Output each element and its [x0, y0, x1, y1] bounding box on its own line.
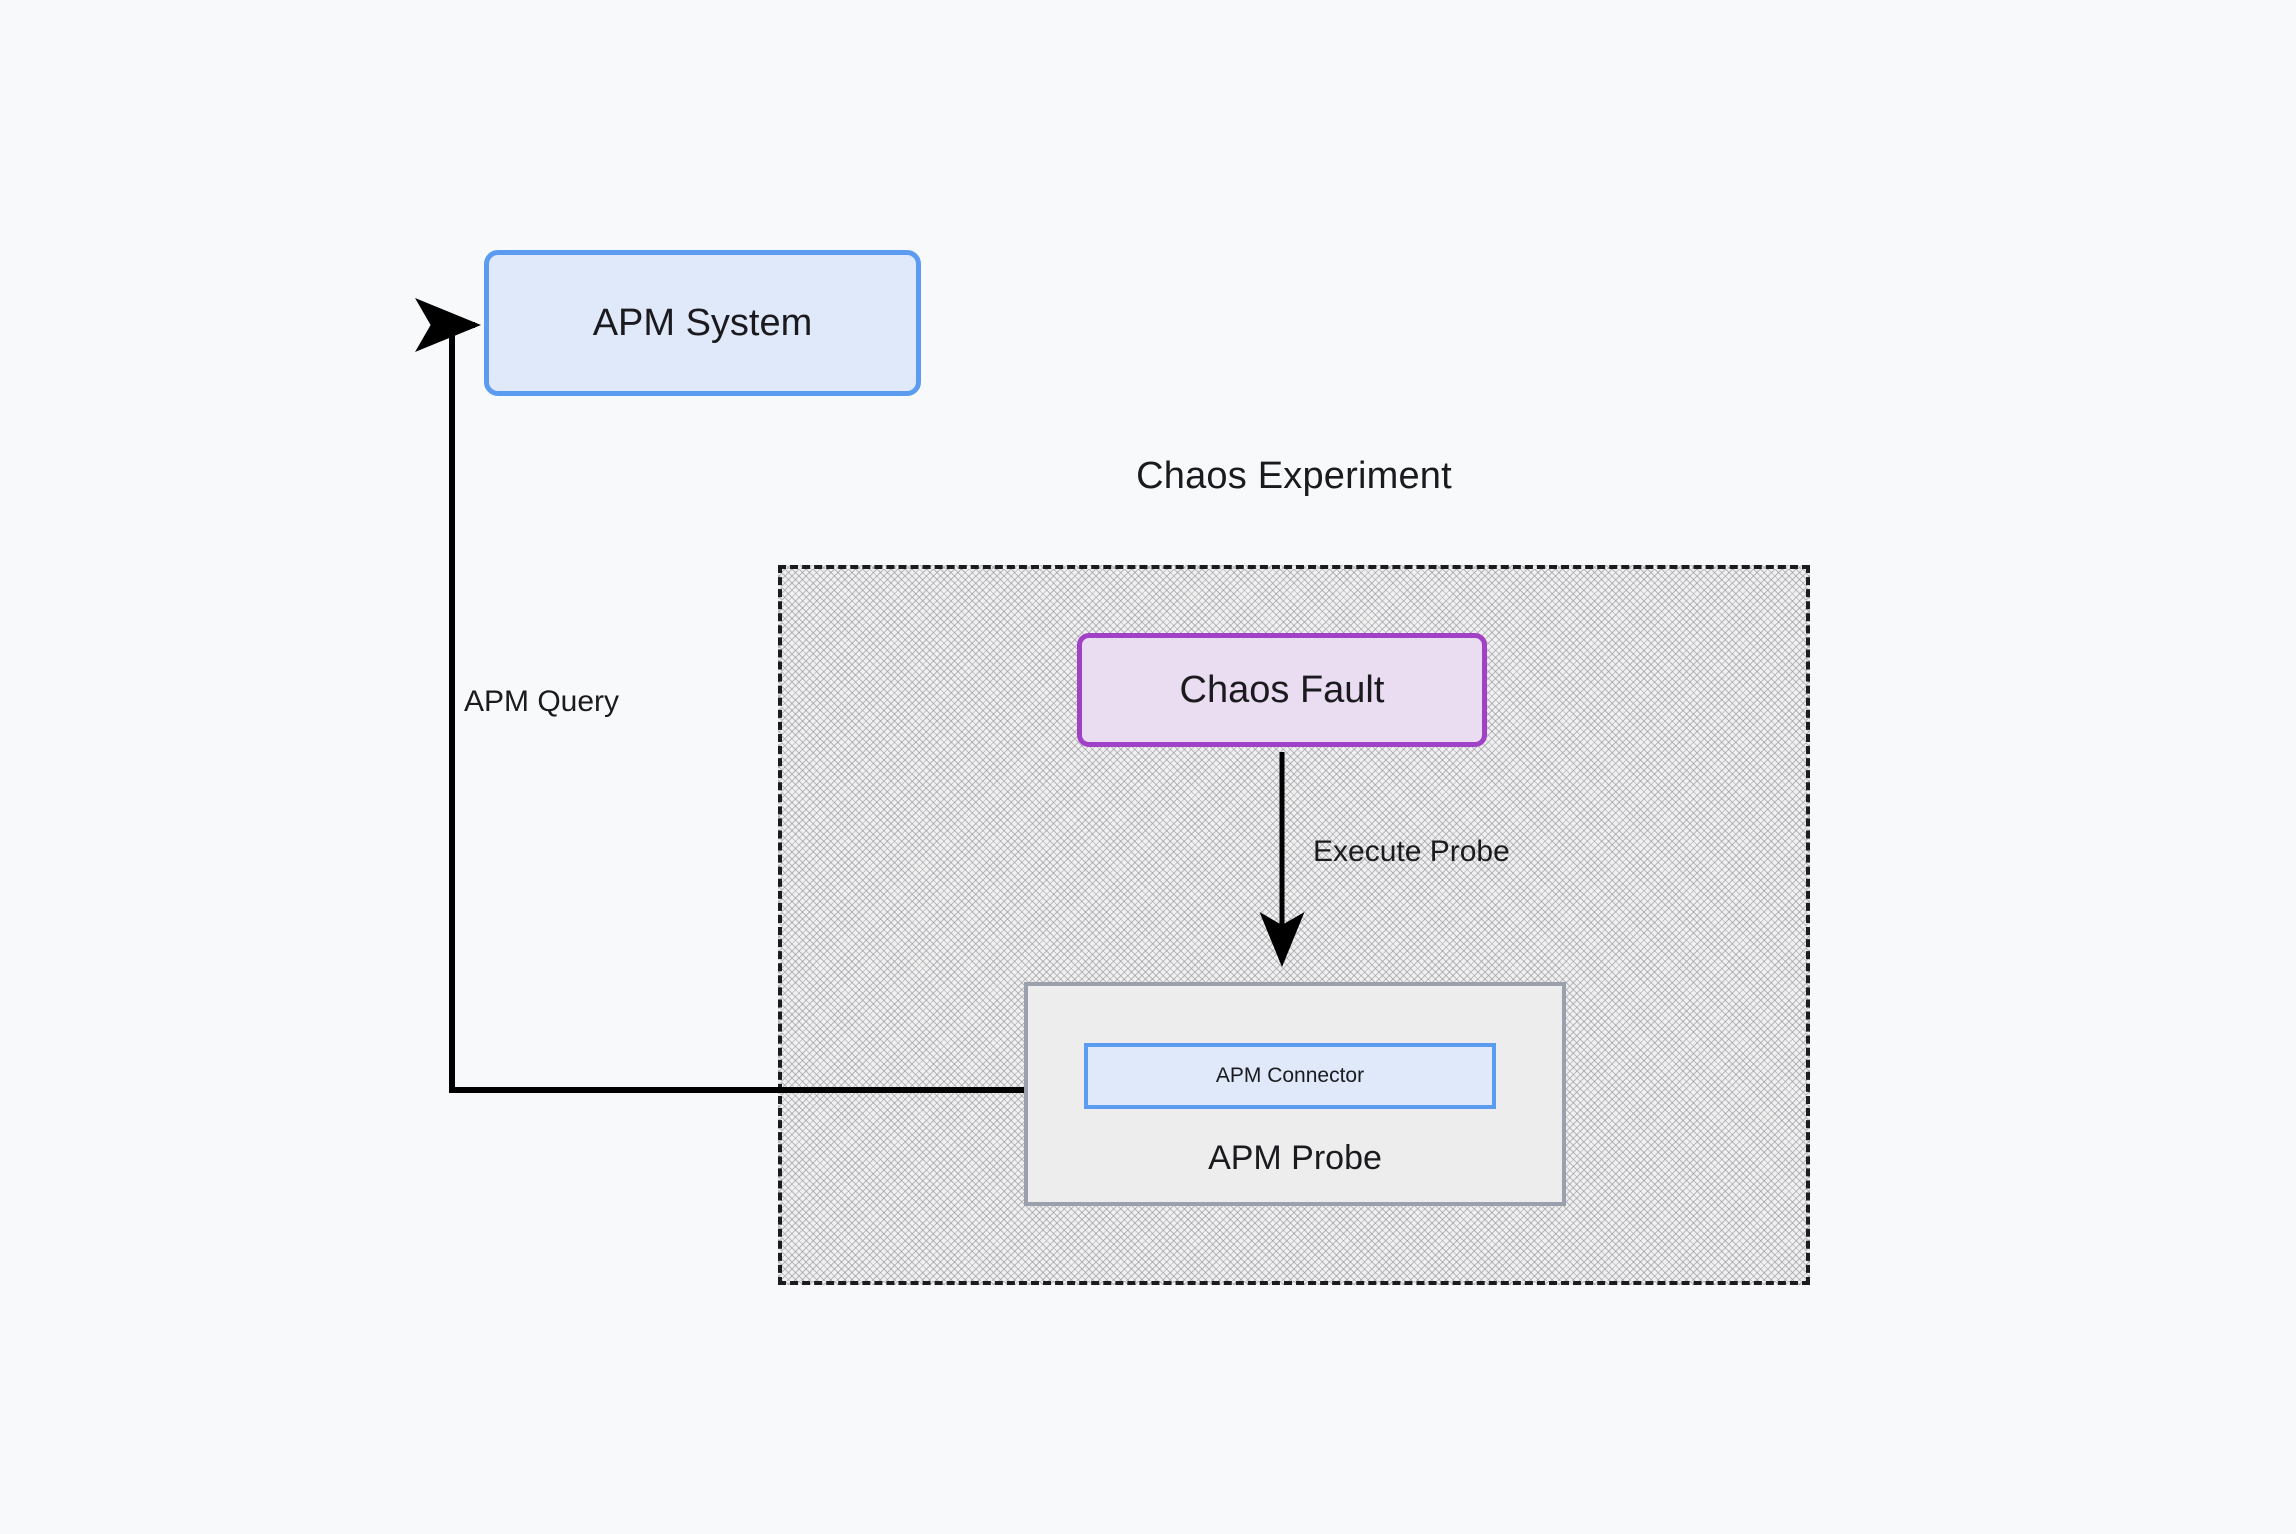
node-apm-connector-label: APM Connector: [1215, 1064, 1365, 1087]
node-chaos-fault[interactable]: Chaos Fault: [1077, 633, 1487, 747]
node-apm-connector[interactable]: APM Connector: [1084, 1043, 1496, 1109]
group-title-chaos-experiment: Chaos Experiment: [1136, 455, 1452, 497]
node-apm-probe-label: APM Probe: [1208, 1139, 1382, 1177]
node-apm-system-label: APM System: [592, 301, 813, 344]
edge-label-execute-probe: Execute Probe: [1313, 835, 1510, 868]
edge-label-apm-query: APM Query: [464, 685, 620, 718]
node-chaos-fault-label: Chaos Fault: [1179, 668, 1385, 711]
node-apm-system[interactable]: APM System: [484, 250, 921, 396]
node-apm-probe[interactable]: APM Connector APM Probe: [1024, 982, 1566, 1206]
